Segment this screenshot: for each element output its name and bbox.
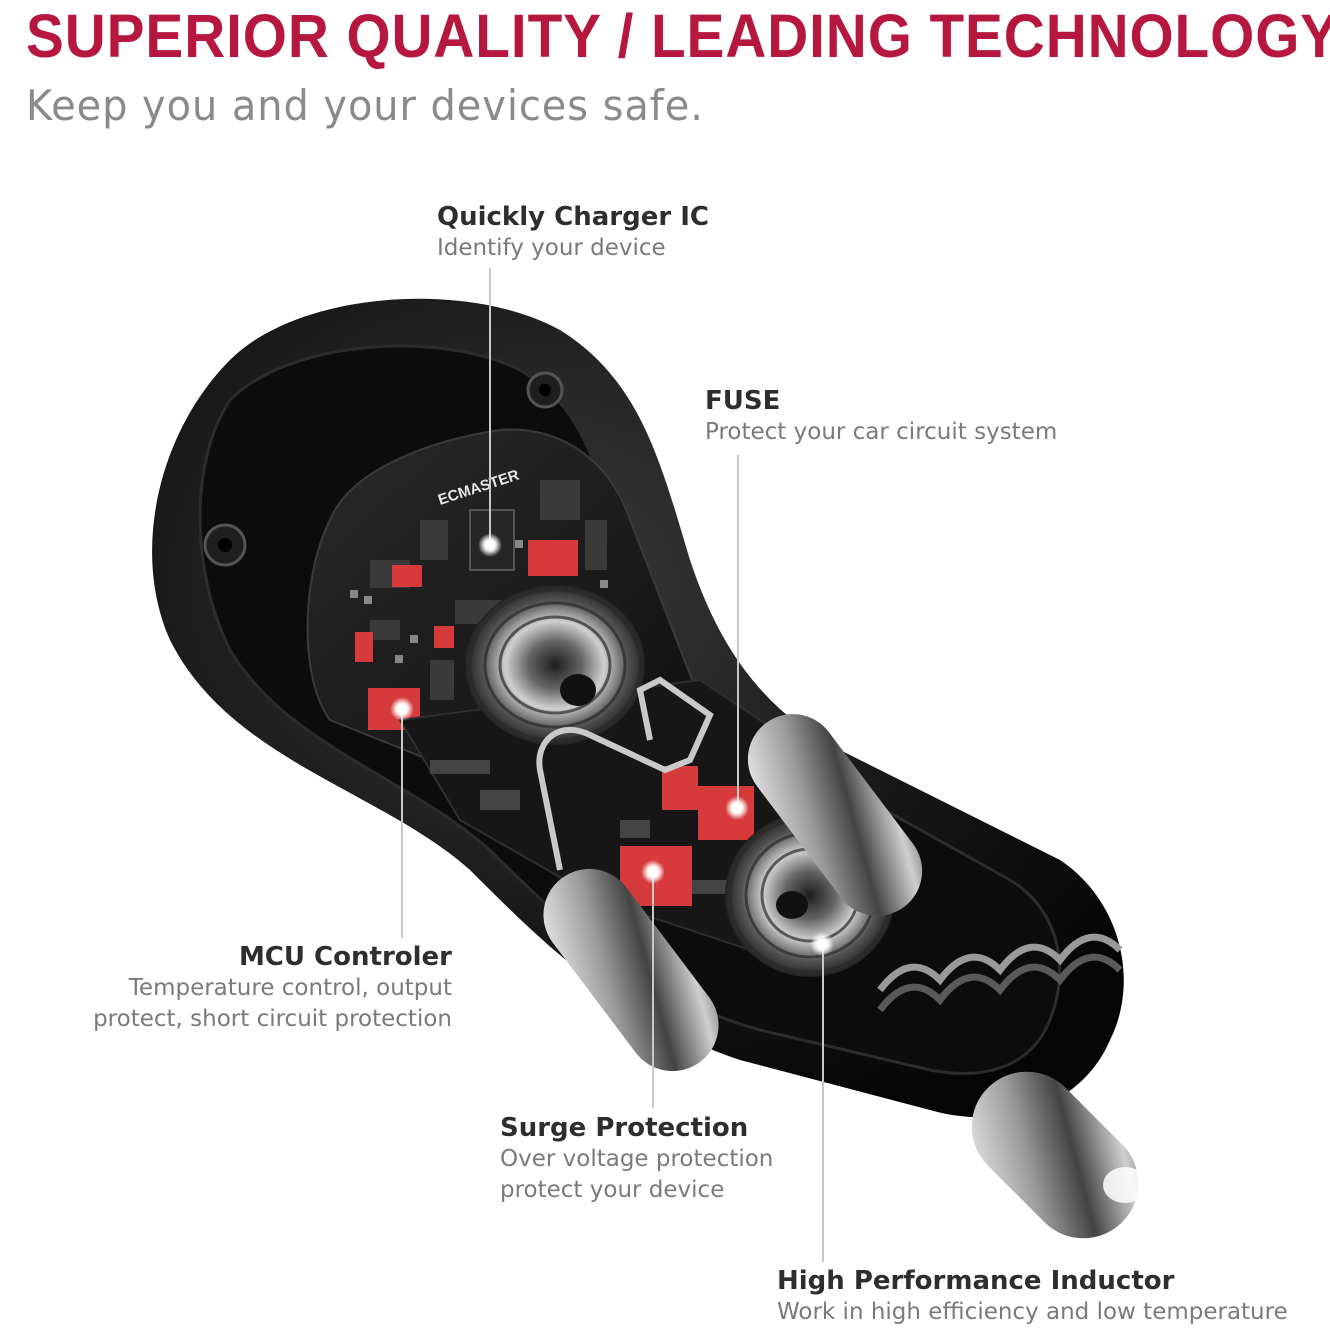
headline: SUPERIOR QUALITY / LEADING TECHNOLOGY bbox=[26, 2, 1330, 70]
callout-desc-line1: Over voltage protection bbox=[500, 1146, 774, 1172]
callout-title: High Performance Inductor bbox=[777, 1266, 1175, 1296]
callout-inductor: High Performance Inductor Work in high e… bbox=[777, 1265, 1288, 1328]
metal-contact-upper bbox=[747, 714, 923, 916]
callout-desc-line2: protect your device bbox=[500, 1177, 725, 1203]
inductor-coil-upper bbox=[465, 585, 645, 745]
callout-desc: Identify your device bbox=[437, 235, 666, 261]
callout-mcu: MCU Controler Temperature control, outpu… bbox=[93, 941, 452, 1035]
callout-charger-ic: Quickly Charger IC Identify your device bbox=[437, 201, 709, 264]
callout-surge: Surge Protection Over voltage protection… bbox=[500, 1112, 773, 1206]
metal-contact-lower bbox=[543, 868, 719, 1072]
spring bbox=[877, 933, 1123, 1013]
callout-title: MCU Controler bbox=[238, 942, 452, 972]
callout-desc: Work in high efficiency and low temperat… bbox=[777, 1299, 1288, 1325]
callout-desc-line2: protect, short circuit protection bbox=[93, 1006, 452, 1032]
callout-fuse: FUSE Protect your car circuit system bbox=[705, 385, 1057, 448]
callout-title: FUSE bbox=[705, 386, 781, 416]
callout-desc-line1: Temperature control, output bbox=[128, 975, 452, 1001]
tip-pin bbox=[971, 1071, 1147, 1239]
hotspots bbox=[390, 533, 834, 956]
leader-lines bbox=[401, 268, 824, 1262]
callout-title: Surge Protection bbox=[500, 1113, 749, 1143]
callout-title: Quickly Charger IC bbox=[437, 202, 709, 232]
subline: Keep you and your devices safe. bbox=[26, 81, 704, 130]
contact-strip bbox=[536, 676, 714, 871]
callout-desc: Protect your car circuit system bbox=[705, 419, 1058, 445]
